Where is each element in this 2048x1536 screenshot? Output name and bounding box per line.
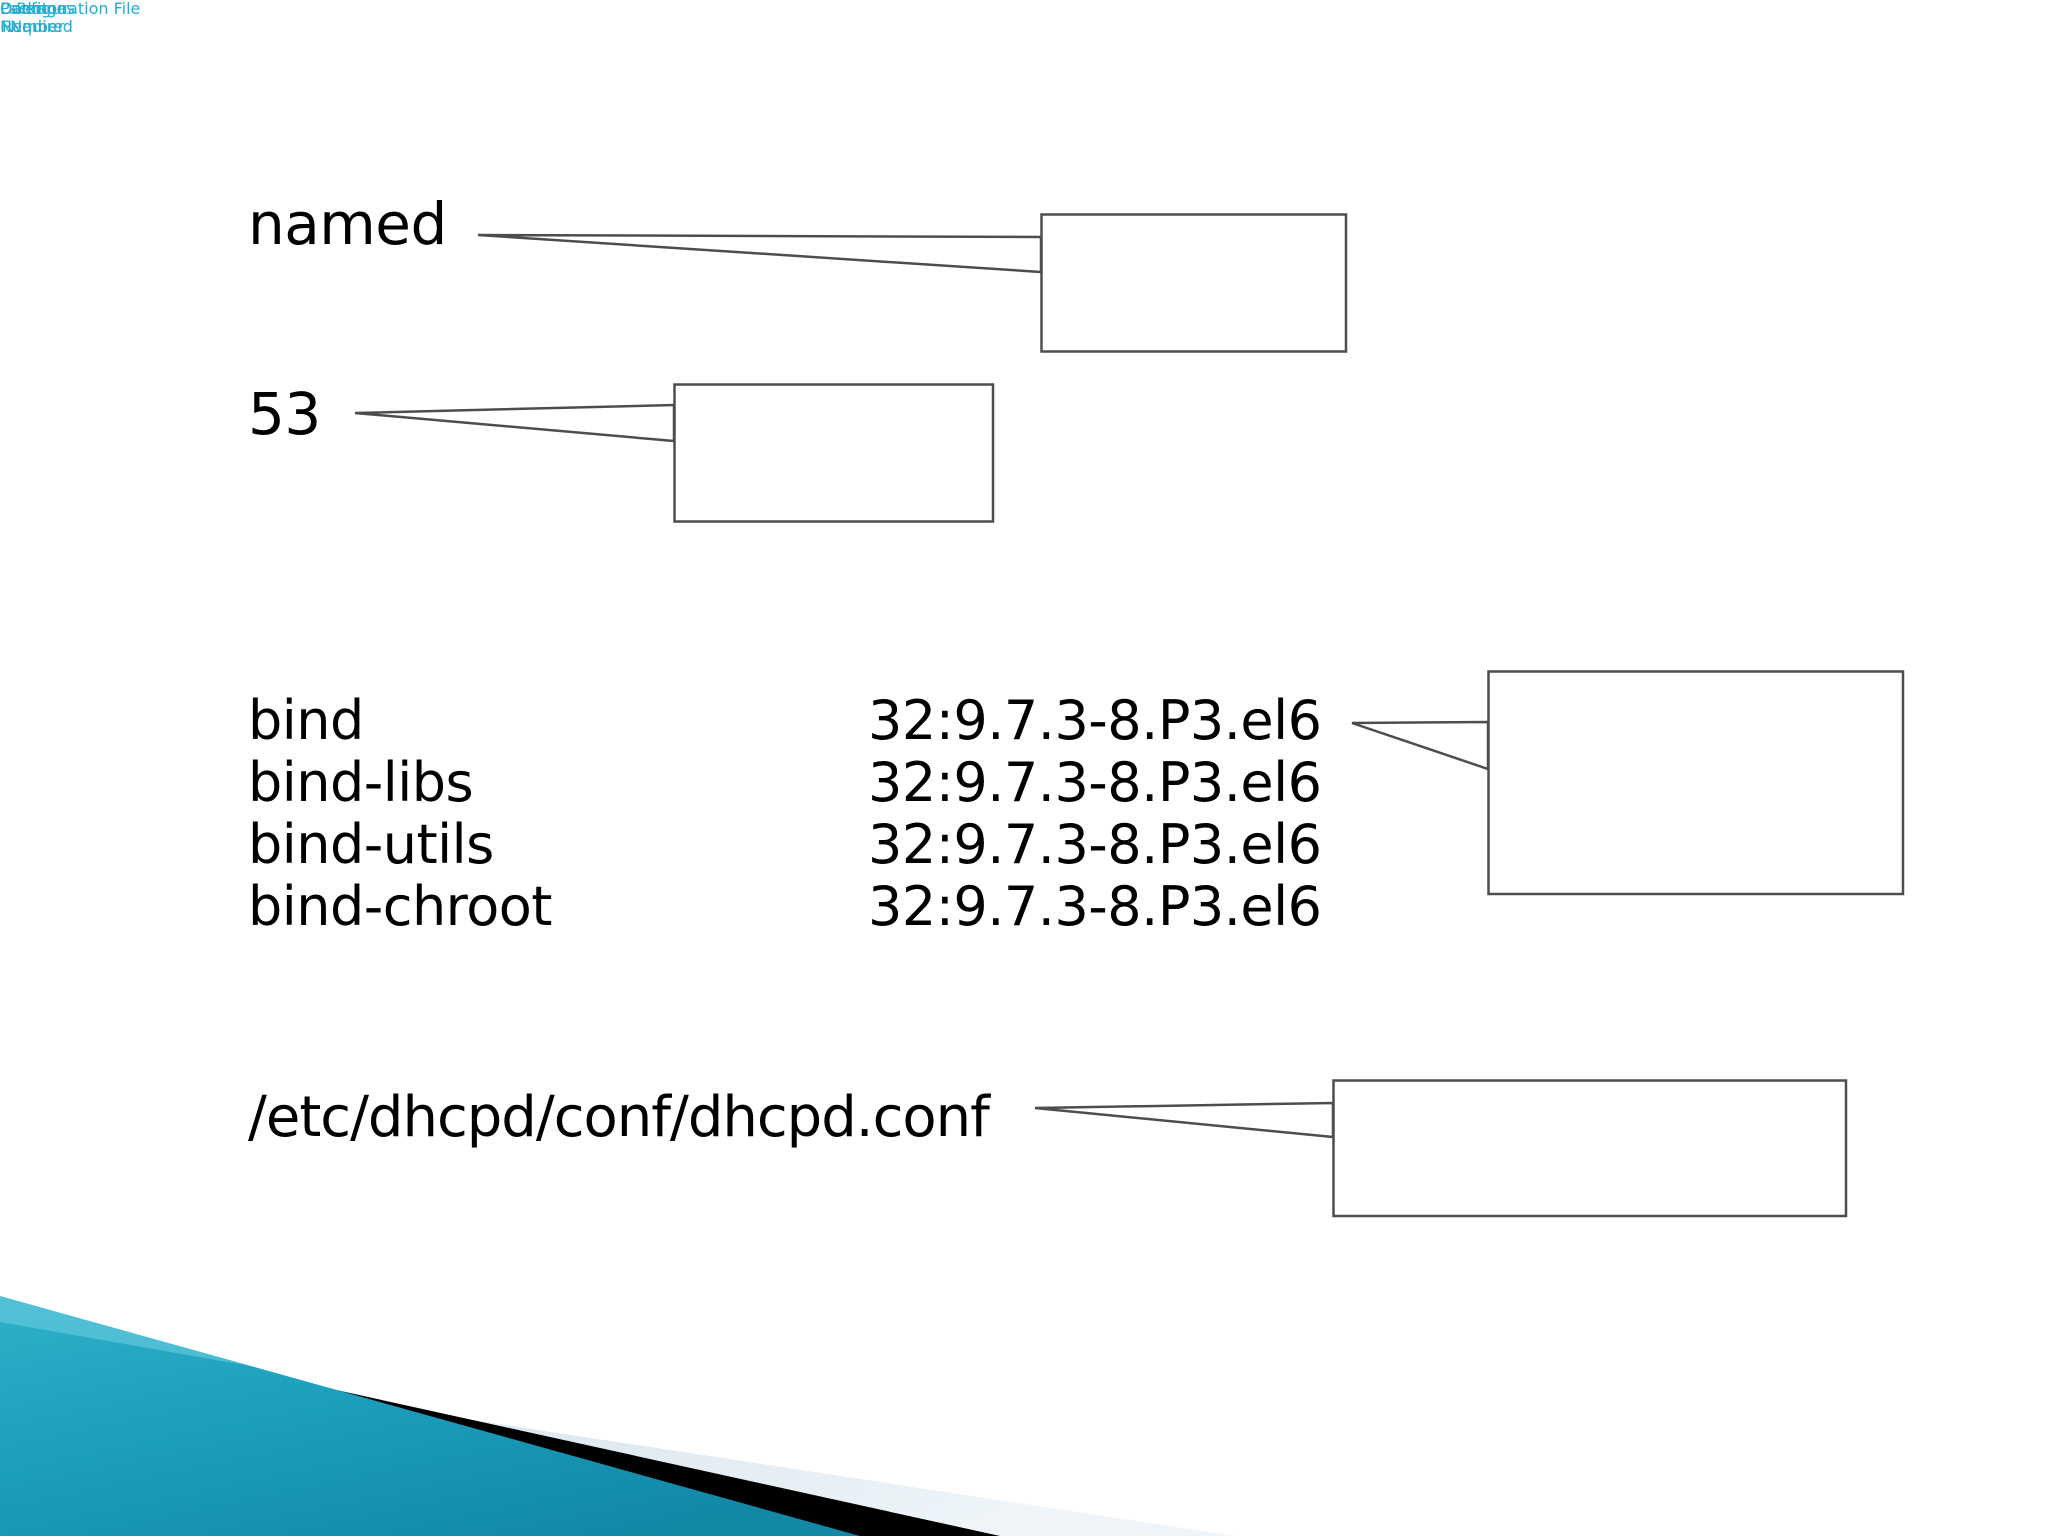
callout-port-number-text: Port Number bbox=[0, 0, 64, 36]
callout-packages-required-shape bbox=[1487, 670, 1905, 896]
table-row: bind-chroot 32:9.7.3-8.P3.el6 bbox=[248, 878, 1348, 940]
callout-port-number-line1: Port bbox=[16, 0, 48, 18]
port-number-value: 53 bbox=[248, 380, 321, 448]
package-name: bind-utils bbox=[248, 813, 494, 876]
callout-port-number bbox=[673, 383, 995, 523]
leader-daemon-name bbox=[477, 233, 1043, 274]
teal-highlight-shape bbox=[0, 1296, 250, 1366]
table-row: bind-libs 32:9.7.3-8.P3.el6 bbox=[248, 754, 1348, 816]
package-name: bind-chroot bbox=[248, 875, 552, 938]
configuration-file-path-value: /etc/dhcpd/conf/dhcpd.conf bbox=[248, 1085, 990, 1150]
leader-configuration-file bbox=[1034, 1101, 1335, 1139]
pale-band-shape bbox=[0, 1348, 1235, 1536]
callout-daemon-name-line2: Name bbox=[10, 16, 58, 36]
packages-table: bind 32:9.7.3-8.P3.el6 bind-libs 32:9.7.… bbox=[248, 692, 1348, 940]
leader-packages-required bbox=[1351, 720, 1490, 771]
table-row: bind-utils 32:9.7.3-8.P3.el6 bbox=[248, 816, 1348, 878]
callout-packages-required-text: Packages Required bbox=[0, 0, 75, 36]
callout-configuration-file bbox=[1332, 1079, 1848, 1218]
package-name: bind-libs bbox=[248, 751, 474, 814]
callout-port-number-shape bbox=[673, 383, 995, 523]
callout-configuration-file-line1: Configuration File bbox=[0, 0, 141, 18]
callout-packages-required-line1: Packages bbox=[0, 0, 75, 18]
callout-daemon-name bbox=[1040, 213, 1348, 353]
callout-configuration-file-text: Configuration File bbox=[0, 0, 140, 18]
leader-port-number bbox=[354, 403, 676, 443]
callout-daemon-name-line1: Daemon bbox=[0, 0, 68, 18]
callout-port-number-line2: Number bbox=[0, 16, 65, 36]
package-version: 32:9.7.3-8.P3.el6 bbox=[868, 875, 1322, 938]
black-band-shape bbox=[0, 1316, 1000, 1536]
callout-packages-required bbox=[1487, 670, 1905, 896]
daemon-name-value: named bbox=[248, 190, 447, 258]
package-version: 32:9.7.3-8.P3.el6 bbox=[868, 751, 1322, 814]
package-version: 32:9.7.3-8.P3.el6 bbox=[868, 813, 1322, 876]
table-row: bind 32:9.7.3-8.P3.el6 bbox=[248, 692, 1348, 754]
package-version: 32:9.7.3-8.P3.el6 bbox=[868, 689, 1322, 752]
teal-band-shape bbox=[0, 1296, 860, 1536]
package-name: bind bbox=[248, 689, 364, 752]
callout-packages-required-line2: Required bbox=[1, 16, 73, 36]
callout-configuration-file-shape bbox=[1332, 1079, 1848, 1218]
callout-daemon-name-shape bbox=[1040, 213, 1348, 353]
callout-daemon-name-text: Daemon Name bbox=[0, 0, 67, 36]
